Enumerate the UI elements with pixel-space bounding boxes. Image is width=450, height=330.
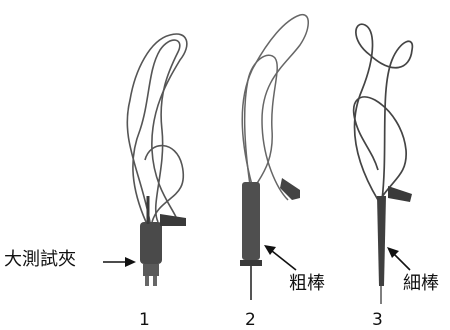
probe-2-thick-rod bbox=[242, 15, 308, 200]
arrow-1 bbox=[103, 257, 136, 267]
arrow-3 bbox=[387, 247, 410, 270]
arrow-2 bbox=[264, 245, 296, 270]
probe-3-number: 3 bbox=[372, 312, 383, 329]
probe-2-wire-a bbox=[242, 15, 308, 200]
probe-1-number: 1 bbox=[139, 312, 150, 329]
probe-2-number: 2 bbox=[245, 312, 256, 329]
probe-1-body bbox=[140, 196, 186, 286]
probe-2-wire-b bbox=[245, 55, 278, 185]
probe-3-label: 細棒 bbox=[403, 275, 439, 293]
probe-1-large-clip bbox=[127, 34, 187, 222]
probe-2-label: 粗棒 bbox=[289, 275, 325, 293]
probe-3-wire-a bbox=[355, 24, 413, 200]
probe-3-thin-rod bbox=[354, 24, 413, 200]
probe-1-wire-c bbox=[145, 146, 183, 222]
probe-3-wire-b bbox=[354, 97, 406, 200]
probe-1-label: 大測試夾 bbox=[4, 251, 76, 269]
